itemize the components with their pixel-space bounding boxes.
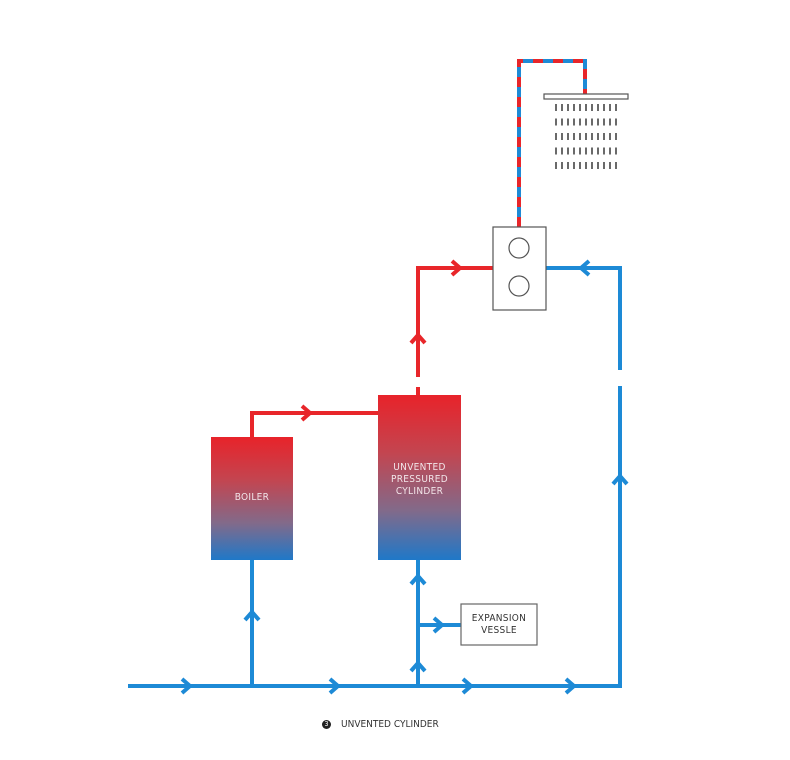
- boiler-hot-flow: [250, 411, 378, 437]
- mixed-pipe-red: [517, 59, 587, 227]
- cylinder-label-line: CYLINDER: [395, 486, 444, 497]
- arrow-up-icon: [409, 331, 427, 345]
- caption-number-bullet: 3: [322, 720, 331, 729]
- expansion-label-line: EXPANSION: [471, 613, 527, 624]
- arrow-up-icon: [243, 608, 261, 622]
- arrow-right-icon: [300, 404, 314, 422]
- cylinder-hot-out: [416, 266, 493, 377]
- arrow-up-icon: [611, 472, 629, 486]
- expansion-vessel-label: EXPANSION VESSLE: [461, 613, 537, 637]
- cold-return-pipe: [546, 266, 622, 370]
- boiler: [211, 437, 293, 560]
- cylinder-label-line: PRESSURED: [391, 474, 448, 485]
- arrow-right-icon: [328, 677, 342, 695]
- figure-caption: 3 UNVENTED CYLINDER: [322, 719, 439, 730]
- cold-main-pipe: [128, 386, 622, 688]
- arrow-right-icon: [180, 677, 194, 695]
- arrow-left-icon: [577, 259, 591, 277]
- shower-head-icon: [543, 93, 629, 100]
- cylinder-label-line: UNVENTED: [393, 462, 446, 473]
- arrow-right-icon: [432, 616, 446, 634]
- shower-spray-icon: [555, 104, 617, 169]
- boiler-label: BOILER: [234, 492, 270, 503]
- cylinder-label: UNVENTED PRESSURED CYLINDER: [378, 462, 461, 498]
- unvented-cylinder: [378, 395, 461, 560]
- caption-text: UNVENTED CYLINDER: [341, 719, 439, 730]
- valve-dial-icon[interactable]: [508, 275, 530, 297]
- expansion-vessel: [460, 603, 538, 646]
- mixed-pipe-blue: [517, 59, 587, 227]
- arrow-up-icon: [409, 572, 427, 586]
- valve-dial-icon[interactable]: [508, 237, 530, 259]
- arrow-right-icon: [450, 259, 464, 277]
- arrow-right-icon: [461, 677, 475, 695]
- arrow-right-icon: [564, 677, 578, 695]
- arrow-up-icon: [409, 659, 427, 673]
- expansion-label-line: VESSLE: [481, 625, 517, 636]
